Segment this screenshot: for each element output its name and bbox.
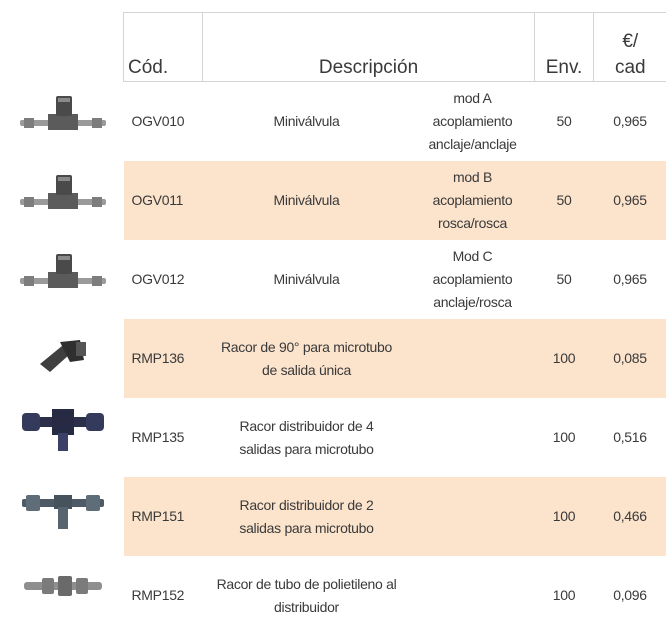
product-code: RMP151 [124, 477, 203, 556]
header-description: Descripción [203, 13, 535, 82]
product-description: Racor de tubo de polietileno al distribui… [203, 556, 411, 635]
product-variant: mod B acoplamiento rosca/rosca [411, 161, 535, 240]
variant-line: mod B [453, 169, 492, 185]
product-code: RMP152 [124, 556, 203, 635]
variant-line: mod A [453, 90, 491, 106]
product-code: RMP136 [124, 319, 203, 398]
variant-line: Mod C [453, 248, 493, 264]
product-price: 0,085 [594, 319, 666, 398]
product-description: Miniválvula [203, 161, 411, 240]
mini-valve-icon [18, 173, 108, 223]
description-line: distribuidor [274, 599, 339, 615]
product-code: OGV010 [124, 82, 203, 162]
two-way-distributor-icon [18, 485, 108, 535]
product-pack: 100 [535, 319, 594, 398]
table-row: OGV011 Miniválvula mod B acoplamiento rosc… [124, 161, 666, 240]
product-description: Racor distribuidor de 4 salidas para micr… [203, 398, 411, 477]
header-pack: Env. [535, 13, 594, 82]
product-pack: 50 [535, 82, 594, 162]
table-header: Cód. Descripción Env. €/ cad [124, 13, 666, 82]
product-price: 0,965 [594, 82, 666, 162]
header-price-line1: €/ [622, 31, 638, 52]
description-line: salidas para microtubo [239, 520, 373, 536]
variant-line: anclaje/anclaje [428, 136, 516, 152]
description-line: Racor de 90° para microtubo [221, 339, 392, 355]
product-pack: 100 [535, 398, 594, 477]
header-code: Cód. [124, 13, 203, 82]
product-price: 0,516 [594, 398, 666, 477]
mini-valve-icon [18, 252, 108, 302]
product-price: 0,466 [594, 477, 666, 556]
variant-line: acoplamiento [433, 271, 513, 287]
table-row: RMP151 Racor distribuidor de 2 salidas pa… [124, 477, 666, 556]
product-table: Cód. Descripción Env. €/ cad OGV010 Miniv… [123, 12, 666, 635]
description-line: de salida única [262, 362, 351, 378]
product-price: 0,965 [594, 161, 666, 240]
description-line: Racor distribuidor de 4 [240, 418, 374, 434]
product-pack: 50 [535, 240, 594, 319]
product-description: Racor distribuidor de 2 salidas para micr… [203, 477, 411, 556]
product-description: Racor de 90° para microtubo de salida úni… [203, 319, 411, 398]
product-description: Miniválvula [203, 82, 411, 162]
variant-line: anclaje/rosca [433, 294, 512, 310]
product-variant: Mod C acoplamiento anclaje/rosca [411, 240, 535, 319]
table-row: OGV012 Miniválvula Mod C acoplamiento ancl… [124, 240, 666, 319]
variant-line: rosca/rosca [438, 215, 507, 231]
product-price: 0,965 [594, 240, 666, 319]
product-variant [411, 319, 535, 398]
description-line: salidas para microtubo [239, 441, 373, 457]
product-pack: 50 [535, 161, 594, 240]
product-variant [411, 556, 535, 635]
four-way-distributor-icon [18, 405, 108, 455]
product-code: OGV012 [124, 240, 203, 319]
table-row: RMP135 Racor distribuidor de 4 salidas pa… [124, 398, 666, 477]
mini-valve-icon [18, 94, 108, 144]
product-variant [411, 398, 535, 477]
header-price-line2: cad [615, 57, 646, 78]
variant-line: acoplamiento [433, 192, 513, 208]
product-code: RMP135 [124, 398, 203, 477]
table-row: OGV010 Miniválvula mod A acoplamiento ancl… [124, 82, 666, 162]
product-pack: 100 [535, 556, 594, 635]
product-variant [411, 477, 535, 556]
variant-line: acoplamiento [433, 113, 513, 129]
product-variant: mod A acoplamiento anclaje/anclaje [411, 82, 535, 162]
elbow-connector-icon [36, 334, 92, 374]
product-description: Miniválvula [203, 240, 411, 319]
description-line: Racor de tubo de polietileno al [217, 576, 397, 592]
product-pack: 100 [535, 477, 594, 556]
header-price: €/ cad [594, 13, 666, 82]
table-row: RMP136 Racor de 90° para microtubo de sal… [124, 319, 666, 398]
product-price: 0,096 [594, 556, 666, 635]
description-line: Racor distribuidor de 2 [240, 497, 374, 513]
product-code: OGV011 [124, 161, 203, 240]
table-row: RMP152 Racor de tubo de polietileno al di… [124, 556, 666, 635]
polyethylene-tube-connector-icon [22, 566, 104, 606]
